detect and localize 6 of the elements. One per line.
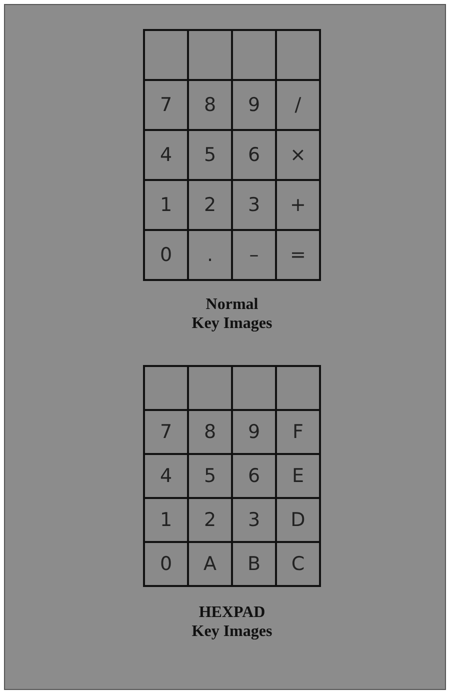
key: 0 (143, 229, 189, 281)
key: = (275, 229, 321, 281)
caption: Normal Key Images (190, 295, 274, 333)
caption: HEXPAD Key Images (190, 603, 274, 641)
key: 0 (143, 541, 189, 587)
key: C (275, 541, 321, 587)
